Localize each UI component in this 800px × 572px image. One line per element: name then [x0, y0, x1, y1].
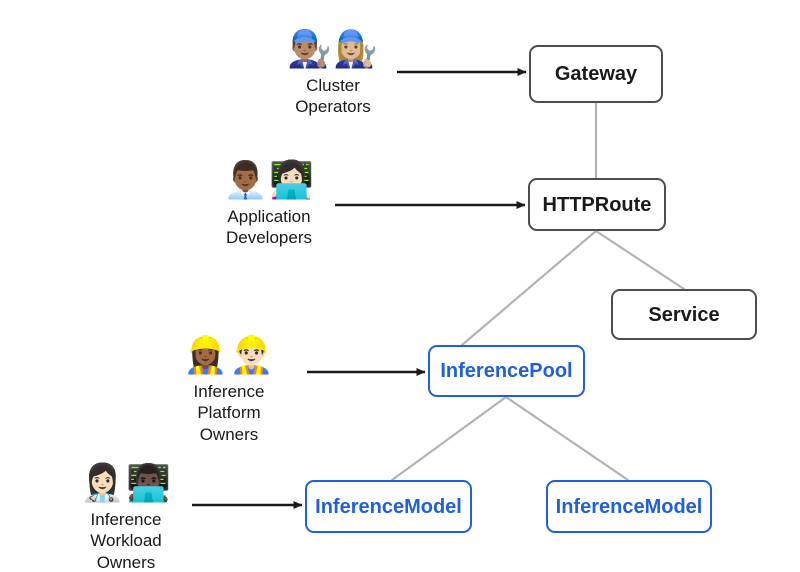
inference-workload-owners-icon: 👩🏻‍⚕️👨🏿‍💻	[80, 463, 172, 504]
application-developers-label: Application Developers	[226, 207, 312, 248]
node-service[interactable]: Service	[611, 289, 757, 340]
persona-inference-workload-owners: 👩🏻‍⚕️👨🏿‍💻 Inference Workload Owners	[62, 466, 190, 572]
node-service-label: Service	[648, 303, 720, 326]
node-inferencepool[interactable]: InferencePool	[428, 345, 585, 397]
node-inferencemodel-left[interactable]: InferenceModel	[305, 480, 472, 533]
node-inferencemodel-right[interactable]: InferenceModel	[546, 480, 712, 533]
edge-inferencepool-model-right	[504, 395, 630, 482]
inference-workload-owners-label: Inference Workload Owners	[90, 510, 162, 572]
persona-inference-platform-owners: 👷🏾‍♀️👷🏻‍♂️ Inference Platform Owners	[172, 338, 286, 445]
cluster-operators-icon: 👨🏽‍🔧👩🏼‍🔧	[287, 29, 379, 70]
node-inferencemodel-left-label: InferenceModel	[315, 495, 462, 518]
node-inferencemodel-right-label: InferenceModel	[555, 495, 703, 518]
application-developers-icon: 👨🏾‍💼👩🏻‍💻	[223, 160, 315, 201]
inference-platform-owners-icon: 👷🏾‍♀️👷🏻‍♂️	[183, 335, 275, 376]
node-httproute[interactable]: HTTPRoute	[528, 178, 666, 231]
inference-platform-owners-label: Inference Platform Owners	[193, 382, 265, 444]
node-httproute-label: HTTPRoute	[542, 193, 652, 216]
edge-inferencepool-model-left	[390, 395, 508, 482]
edge-httproute-inferencepool	[460, 229, 598, 347]
node-gateway-label: Gateway	[554, 63, 638, 85]
persona-cluster-operators: 👨🏽‍🔧👩🏼‍🔧 Cluster Operators	[276, 32, 390, 118]
node-gateway[interactable]: Gateway	[529, 45, 663, 103]
edge-httproute-service	[594, 229, 686, 291]
persona-application-developers: 👨🏾‍💼👩🏻‍💻 Application Developers	[212, 163, 326, 249]
cluster-operators-label: Cluster Operators	[295, 76, 371, 117]
node-inferencepool-label: InferencePool	[440, 360, 573, 382]
